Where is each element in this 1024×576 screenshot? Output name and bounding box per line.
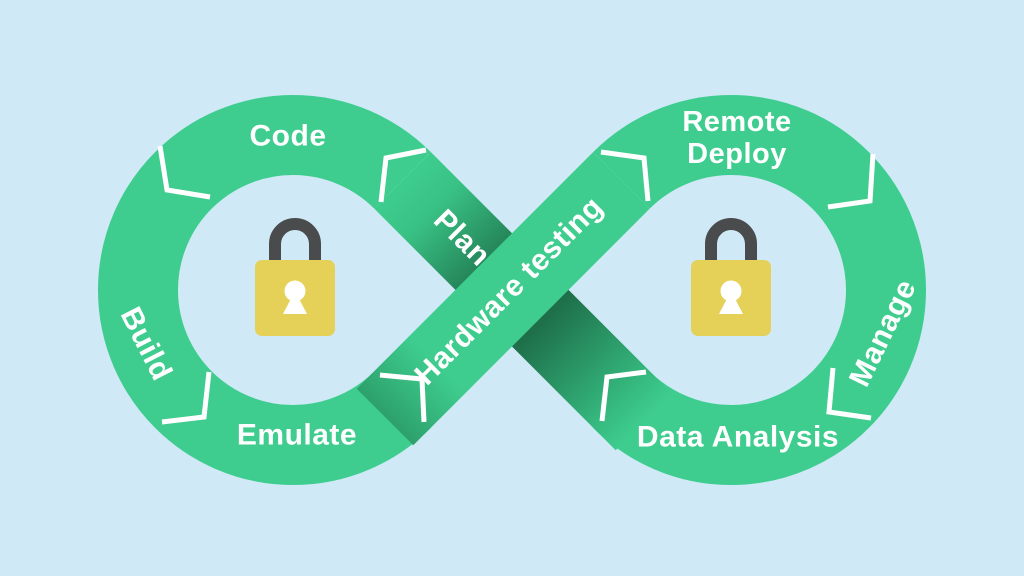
flow-chevron-icon	[826, 367, 872, 421]
flow-chevron-icon	[599, 369, 647, 422]
stage-label-code: Code	[250, 120, 327, 153]
flow-chevrons	[157, 145, 876, 425]
left-loop-ring	[98, 95, 431, 485]
padlock-keyhole	[719, 291, 743, 314]
flow-chevron-icon	[157, 145, 211, 200]
padlock-icon	[255, 218, 335, 336]
padlock-keyhole	[283, 291, 307, 314]
flow-chevron-icon	[379, 372, 427, 423]
stage-label-data-analysis: Data Analysis	[637, 421, 839, 454]
padlock-icon	[691, 218, 771, 336]
flow-chevron-icon	[378, 147, 427, 203]
flow-chevron-icon	[161, 371, 212, 425]
stage-label-remote-deploy-line1: Remote	[682, 106, 791, 138]
padlock-shackle	[269, 218, 321, 262]
padlock-shackle	[705, 218, 757, 262]
flow-chevron-icon	[827, 153, 876, 210]
flow-chevron-icon	[600, 149, 651, 202]
right-loop-ring	[593, 95, 926, 485]
stage-label-emulate: Emulate	[237, 419, 357, 452]
stage-label-remote-deploy-line2: Deploy	[687, 138, 787, 170]
